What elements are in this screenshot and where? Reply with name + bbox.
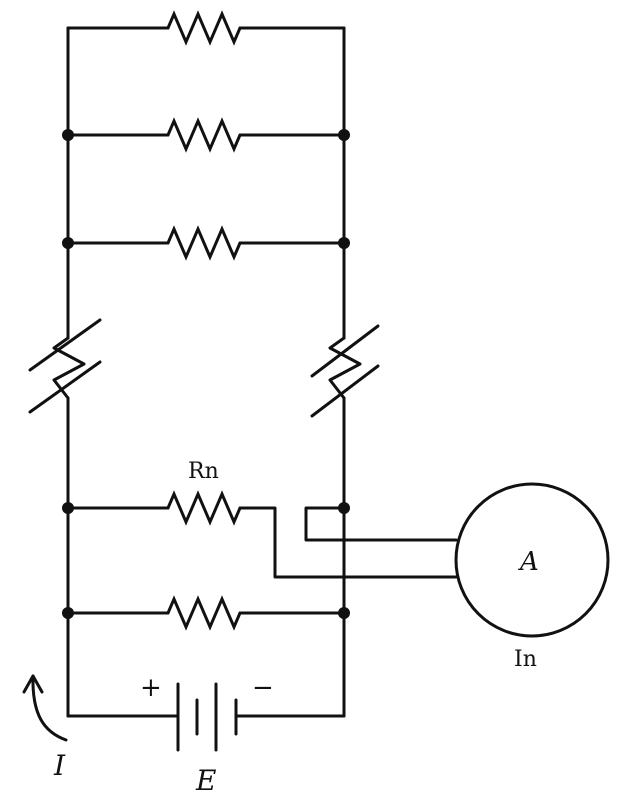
ammeter bbox=[454, 482, 610, 638]
junction-dot bbox=[62, 129, 74, 141]
emf-label: E bbox=[195, 764, 216, 797]
right-rail bbox=[234, 26, 346, 718]
junction-dot bbox=[338, 502, 350, 514]
resistor-rn bbox=[66, 490, 458, 579]
ammeter-label: A bbox=[518, 547, 539, 577]
junction-dot bbox=[62, 607, 74, 619]
left-break-symbol bbox=[28, 318, 102, 414]
battery bbox=[176, 682, 238, 752]
junction-dot bbox=[338, 607, 350, 619]
in-label: In bbox=[514, 647, 537, 672]
left-rail bbox=[66, 26, 180, 718]
current-arrow bbox=[22, 674, 68, 742]
battery-plus-label: + bbox=[140, 673, 162, 703]
junction-dot bbox=[338, 129, 350, 141]
resistor-3 bbox=[66, 225, 346, 261]
battery-minus-label: − bbox=[252, 673, 274, 703]
resistor-2 bbox=[66, 117, 346, 153]
junction-dots bbox=[62, 129, 350, 619]
junction-dot bbox=[62, 502, 74, 514]
resistor-1 bbox=[66, 10, 346, 46]
junction-dot bbox=[62, 237, 74, 249]
resistor-bottom bbox=[66, 595, 346, 631]
current-label: I bbox=[53, 749, 66, 782]
right-break-symbol bbox=[310, 324, 380, 418]
junction-dot bbox=[338, 237, 350, 249]
rn-label: Rn bbox=[188, 459, 219, 484]
